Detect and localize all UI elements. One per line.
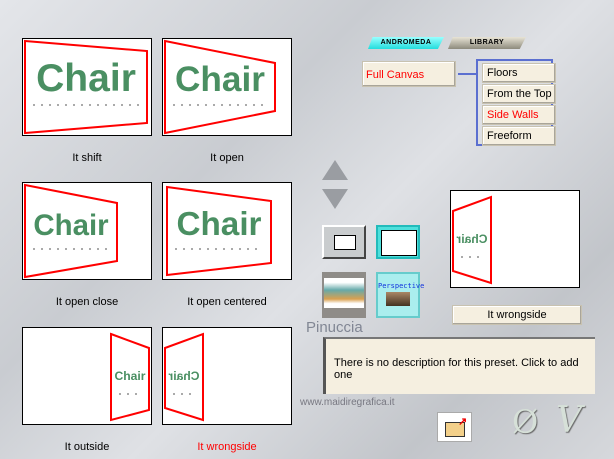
watermark-name: Pinuccia [306, 319, 363, 336]
watermark-site: www.maidiregrafica.it [300, 397, 395, 408]
description-box[interactable]: There is no description for this preset.… [323, 337, 595, 394]
open-folder-button[interactable]: ↗ [437, 412, 472, 442]
folder-icon [445, 422, 465, 437]
chair-logo: Chair [36, 57, 136, 100]
perspective-frame [24, 183, 118, 279]
ok-button[interactable]: V [556, 400, 582, 441]
preset-thumbnail[interactable]: Chair [162, 38, 292, 136]
subcategory-from-the-top[interactable]: From the Top [482, 84, 556, 104]
chair-logo: Chair [33, 209, 109, 242]
full-frame-button[interactable] [376, 225, 420, 259]
subcategory-floors[interactable]: Floors [482, 63, 556, 83]
perspective-label: Perspective [378, 282, 425, 290]
preset-thumbnail-label: It outside [64, 441, 110, 453]
tab-library[interactable]: LIBRARY [448, 37, 526, 49]
sunset-image [386, 292, 410, 306]
perspective-frame [166, 185, 272, 277]
subcategory-freeform[interactable]: Freeform [482, 126, 556, 146]
preset-thumbnail-label: It open centered [187, 296, 267, 308]
scroll-down-arrow[interactable] [322, 189, 348, 209]
perspective-button[interactable]: Perspective [376, 272, 425, 318]
cancel-button[interactable]: Ø [512, 403, 539, 441]
preset-thumbnail[interactable]: Chair [22, 327, 152, 425]
frame-icon [334, 235, 356, 250]
chair-logo: Chair [114, 369, 145, 383]
arrow-icon: ↗ [458, 416, 468, 428]
chair-logo: Chair [176, 206, 261, 243]
chair-logo: Chair [168, 369, 199, 383]
perspective-frame [452, 195, 492, 285]
preset-thumbnail-label: It wrongside [197, 441, 257, 453]
preset-thumbnail[interactable]: Chair [162, 327, 292, 425]
tab-andromeda[interactable]: ANDROMEDA [368, 37, 444, 49]
preset-thumbnail-label: It open close [55, 296, 119, 308]
small-frame-button[interactable] [322, 225, 366, 259]
frame-icon [381, 230, 417, 256]
texture-image [324, 278, 364, 308]
chair-logo: Chair [456, 232, 487, 246]
connector-line [458, 73, 476, 75]
preset-thumbnail[interactable]: Chair [162, 182, 292, 280]
preset-thumbnail[interactable]: Chair [22, 38, 152, 136]
category-full-canvas[interactable]: Full Canvas [362, 61, 456, 87]
subcategory-side-walls[interactable]: Side Walls [482, 105, 556, 125]
preview-label: It wrongside [452, 305, 582, 325]
preset-preview: Chair [450, 190, 580, 288]
chair-logo: Chair [175, 60, 265, 99]
perspective-frame [110, 332, 150, 422]
perspective-frame [24, 39, 148, 135]
perspective-frame [164, 332, 204, 422]
texture-preview-button[interactable] [322, 272, 366, 318]
perspective-frame [164, 39, 276, 135]
scroll-up-arrow[interactable] [322, 160, 348, 180]
preset-thumbnail-label: It shift [72, 152, 102, 164]
preset-thumbnail-label: It open [210, 152, 244, 164]
preset-thumbnail[interactable]: Chair [22, 182, 152, 280]
